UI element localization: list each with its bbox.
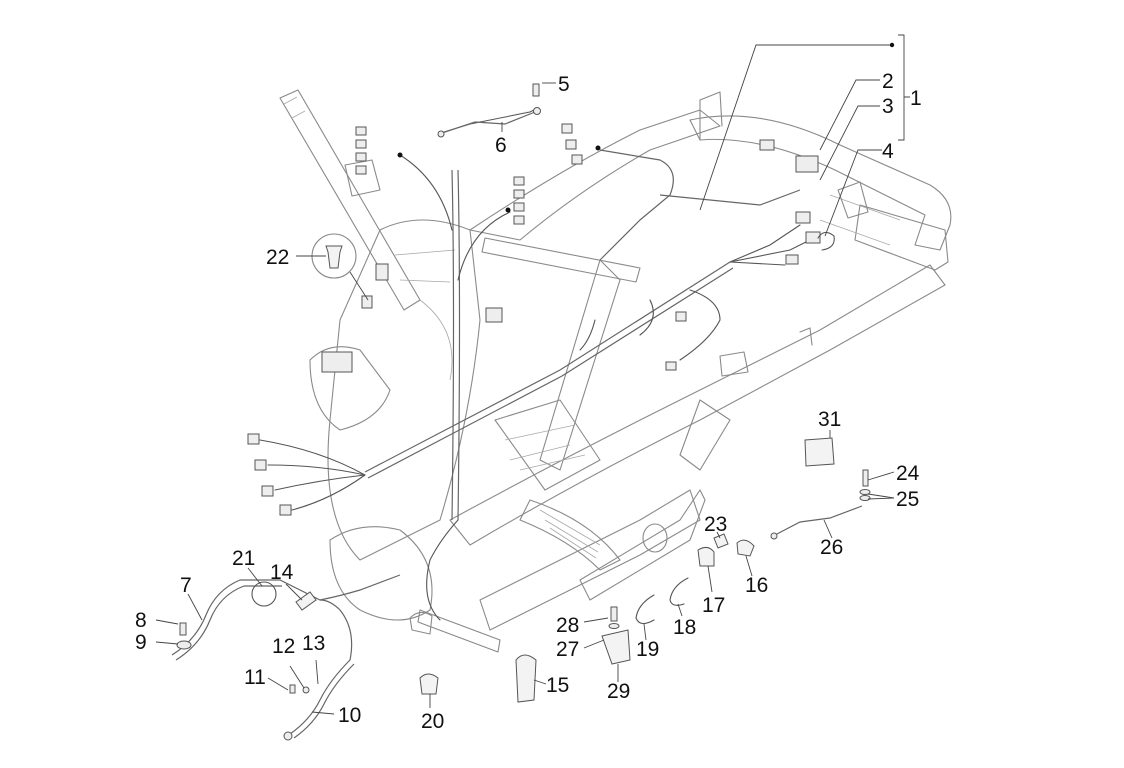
callout-3: 3 xyxy=(882,95,894,118)
leader-2 xyxy=(819,79,880,151)
leader-12 xyxy=(289,665,305,689)
callout-9: 9 xyxy=(135,631,147,654)
callout-11: 11 xyxy=(244,666,266,689)
callout-17: 17 xyxy=(702,594,725,617)
callout-21: 21 xyxy=(232,547,255,570)
leader-24 xyxy=(867,471,895,481)
leader-9 xyxy=(155,641,179,645)
callout-18: 18 xyxy=(673,616,696,639)
leader-8 xyxy=(155,619,179,625)
leader-15 xyxy=(533,679,547,685)
callout-22: 22 xyxy=(266,246,289,269)
callout-12: 12 xyxy=(272,635,295,658)
leader-18 xyxy=(677,603,683,617)
leader-25 xyxy=(867,493,895,500)
leader-21 xyxy=(247,567,263,587)
callout-13: 13 xyxy=(302,632,325,655)
callout-16: 16 xyxy=(745,574,768,597)
callouts: 1 2 3 4 5 6 7 8 9 10 11 12 13 14 15 16 1… xyxy=(135,70,922,733)
callout-19: 19 xyxy=(636,638,659,661)
leader-16 xyxy=(745,555,753,577)
callout-15: 15 xyxy=(546,674,569,697)
loose-parts xyxy=(171,83,871,741)
leader-1-top xyxy=(699,44,892,211)
leader-13 xyxy=(315,659,319,685)
leader-28 xyxy=(583,617,609,623)
callout-7: 7 xyxy=(180,574,192,597)
wiring-harness xyxy=(247,123,821,621)
callout-23: 23 xyxy=(704,513,727,536)
callout-8: 8 xyxy=(135,609,147,632)
group-bracket-1 xyxy=(898,34,910,141)
leader-14 xyxy=(285,583,303,601)
leader-17 xyxy=(707,565,713,593)
leader-10 xyxy=(311,711,335,715)
callout-20: 20 xyxy=(421,710,444,733)
callout-27: 27 xyxy=(556,638,579,661)
leader-26 xyxy=(823,519,833,539)
callout-29: 29 xyxy=(607,680,630,703)
leader-23 xyxy=(716,531,721,539)
callout-26: 26 xyxy=(820,536,843,559)
leader-11 xyxy=(267,677,289,691)
scooter-frame xyxy=(279,89,952,653)
callout-28: 28 xyxy=(556,614,579,637)
callout-5: 5 xyxy=(558,73,570,96)
callout-1: 1 xyxy=(910,87,922,110)
callout-10: 10 xyxy=(338,704,361,727)
leader-27 xyxy=(583,639,605,649)
callout-2: 2 xyxy=(882,70,894,93)
callout-4: 4 xyxy=(882,140,894,163)
leader-19 xyxy=(643,623,647,641)
leader-4 xyxy=(824,149,882,237)
leader-22b xyxy=(349,271,369,301)
leader-3 xyxy=(819,105,880,181)
callout-6: 6 xyxy=(495,134,507,157)
callout-24: 24 xyxy=(896,462,920,485)
callout-14: 14 xyxy=(270,561,294,584)
callout-31: 31 xyxy=(818,408,841,431)
leader-7 xyxy=(187,593,203,621)
leader-lines xyxy=(155,34,910,715)
callout-25: 25 xyxy=(896,488,919,511)
